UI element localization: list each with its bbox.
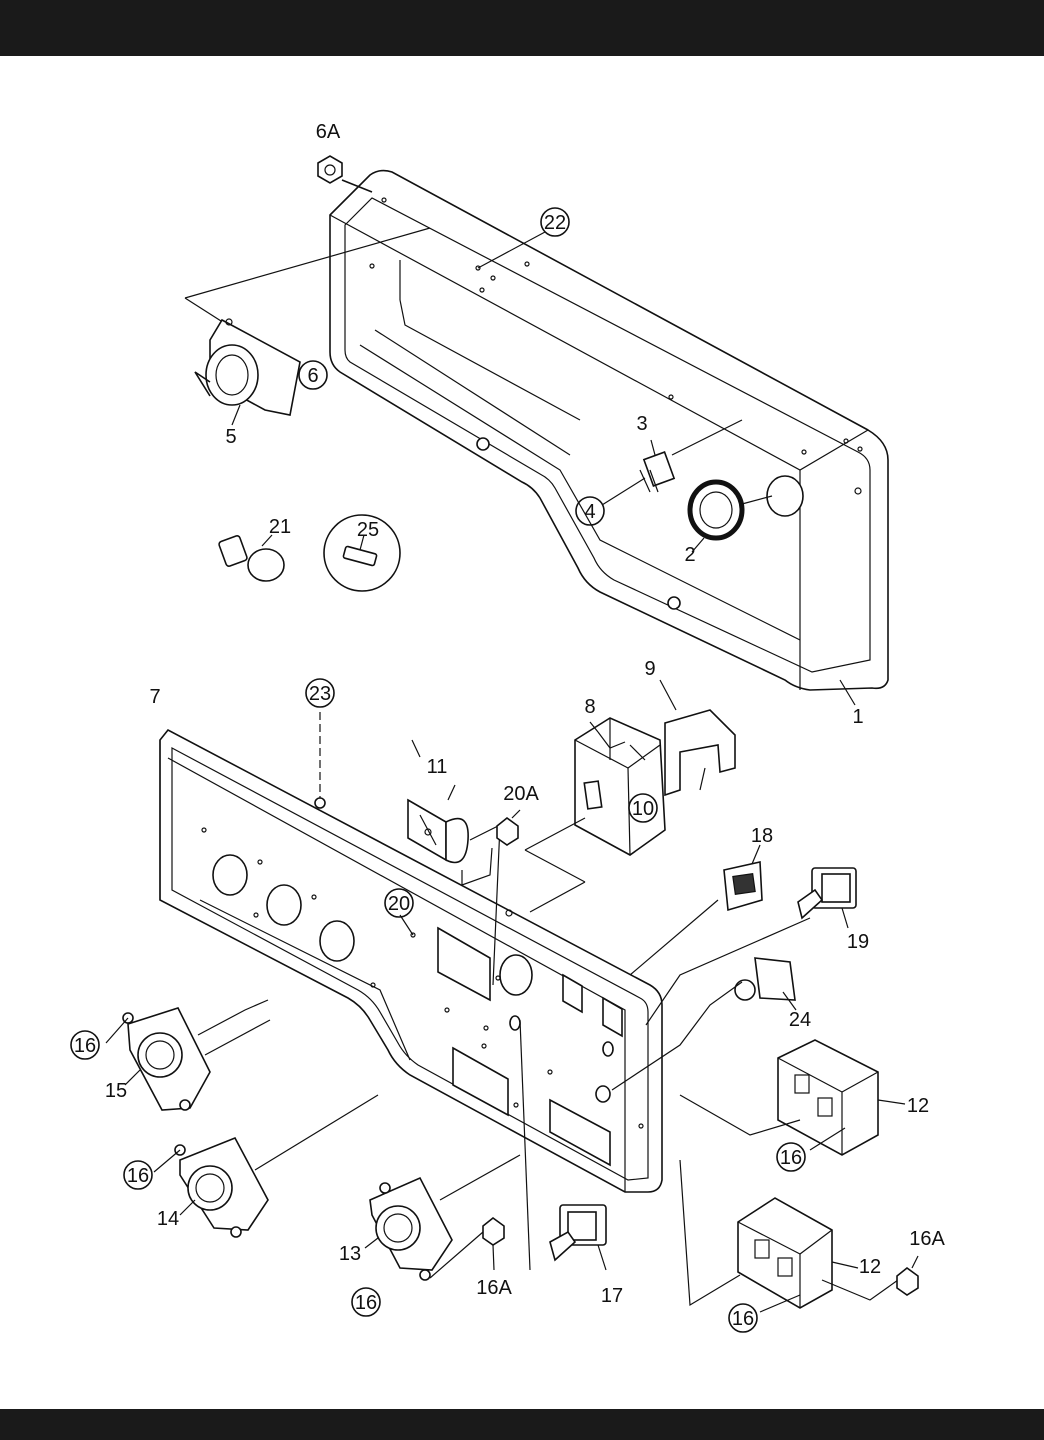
callout-3: 3 — [636, 413, 647, 435]
callout-16-c: 16 — [780, 1147, 802, 1169]
part-25-fuse-detail — [323, 514, 401, 592]
callout-5: 5 — [225, 426, 236, 448]
header-bar — [0, 0, 1044, 56]
footer-bar — [0, 1409, 1044, 1440]
callout-23: 23 — [309, 683, 331, 705]
callout-4: 4 — [584, 501, 595, 523]
nut-16a-right — [896, 1255, 919, 1296]
part-12-duplex-lower — [679, 1159, 899, 1313]
callout-7: 7 — [149, 686, 160, 708]
callout-13: 13 — [339, 1243, 361, 1265]
part-13-receptacle — [369, 1154, 521, 1281]
part-14-receptacle — [174, 1094, 379, 1238]
callout-15: 15 — [105, 1080, 127, 1102]
callout-1: 1 — [852, 706, 863, 728]
callout-21: 21 — [269, 516, 291, 538]
part-21-lamp — [218, 534, 285, 582]
callout-20: 20 — [388, 893, 410, 915]
callout-16a-right: 16A — [909, 1228, 945, 1250]
callout-16a-left: 16A — [476, 1277, 512, 1299]
callout-6: 6 — [307, 365, 318, 387]
callout-11: 11 — [427, 756, 448, 778]
part-9-bracket — [659, 679, 736, 797]
control-panel-housing — [329, 169, 889, 691]
callout-16-d: 16 — [355, 1292, 377, 1314]
callout-12-upper: 12 — [907, 1095, 929, 1117]
part-3-connector — [601, 419, 743, 506]
part-19-toggle-switch — [645, 867, 857, 1026]
callout-20a: 20A — [503, 783, 539, 805]
callout-17: 17 — [601, 1285, 623, 1307]
callout-12-lower: 12 — [859, 1256, 881, 1278]
part-24-push-button — [611, 957, 797, 1091]
nut-20a — [496, 809, 521, 846]
part-15-receptacle — [122, 999, 271, 1111]
callout-25: 25 — [357, 519, 379, 541]
callout-24: 24 — [789, 1009, 811, 1031]
part-17-toggle-switch — [519, 1019, 607, 1271]
callout-6a: 6A — [316, 121, 341, 143]
part-18-rocker-switch — [629, 844, 763, 976]
nut-16a-left — [429, 1216, 505, 1279]
nut-6a — [317, 155, 373, 193]
part-12-duplex-upper — [679, 1039, 906, 1156]
callout-18: 18 — [751, 825, 773, 847]
callout-10: 10 — [632, 798, 654, 820]
callout-2: 2 — [684, 544, 695, 566]
callout-8: 8 — [584, 696, 595, 718]
callout-22: 22 — [544, 212, 566, 234]
callout-19: 19 — [847, 931, 869, 953]
callout-14: 14 — [157, 1208, 179, 1230]
control-panel-faceplate — [159, 728, 663, 1193]
callout-16-b: 16 — [127, 1165, 149, 1187]
callout-9: 9 — [644, 658, 655, 680]
part-2-ring — [687, 479, 773, 553]
receptacle-5 — [184, 227, 431, 426]
callout-16-e: 16 — [732, 1308, 754, 1330]
callout-16-a: 16 — [74, 1035, 96, 1057]
